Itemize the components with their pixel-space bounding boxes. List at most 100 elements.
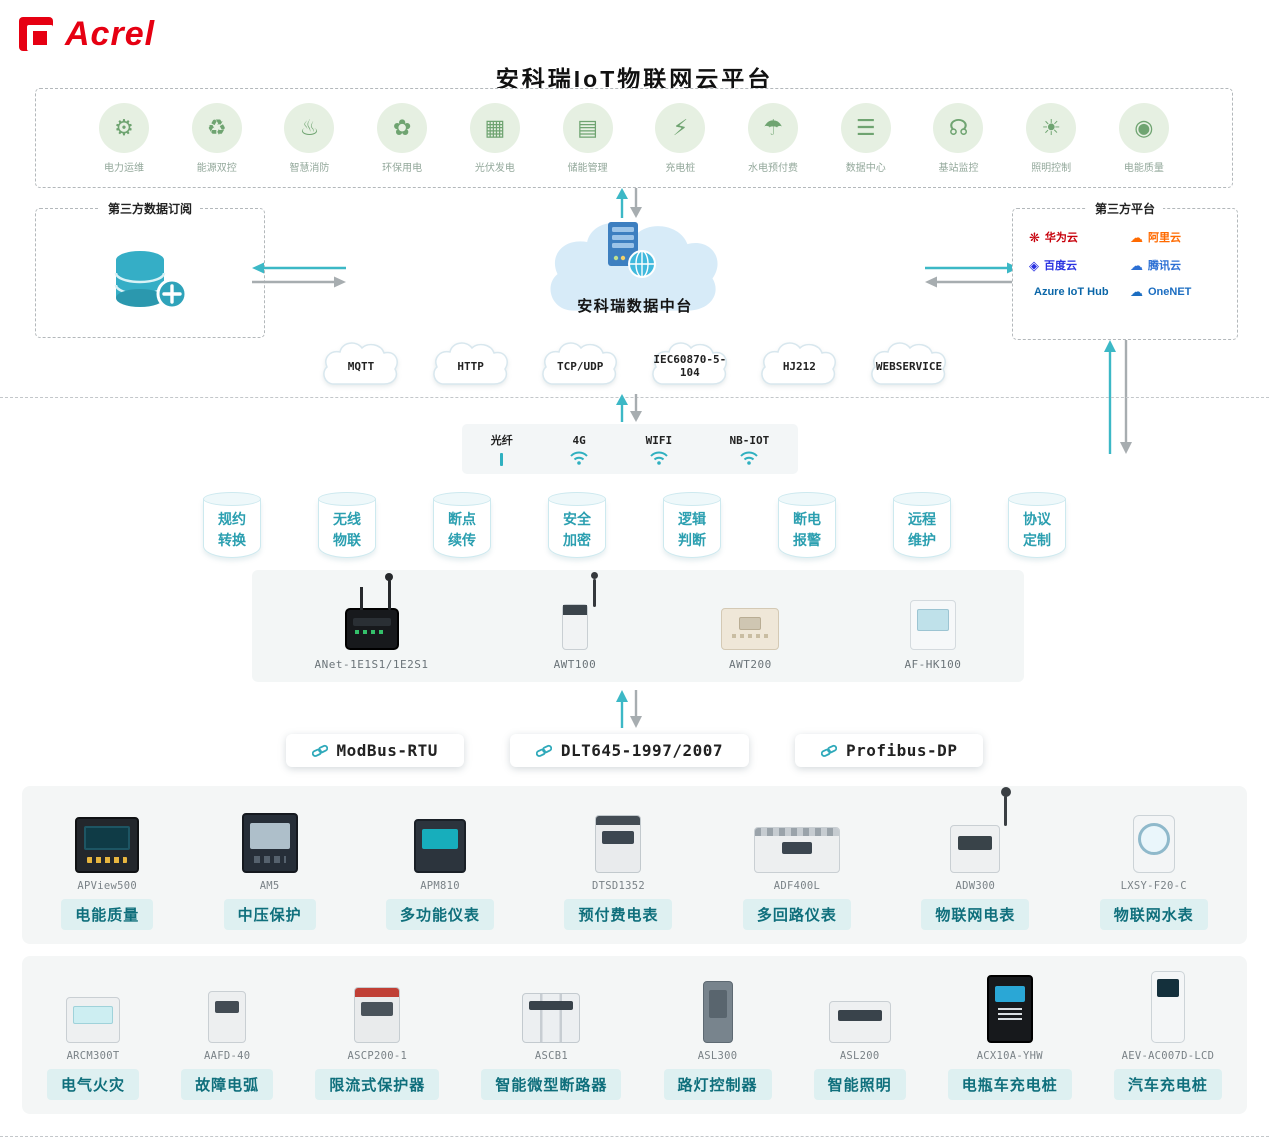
capability-label: 逻辑 判断 [678,511,706,548]
platform-name: 百度云 [1044,260,1077,272]
capability-cylinder: 规约 转换 [203,492,261,558]
device-category-badge: 电瓶车充电桩 [947,1069,1072,1100]
data-subscription-title: 第三方数据订阅 [99,200,201,217]
third-party-panel: 第三方平台 ❋ 华为云 ☁ 阿里云 ◈ 百度云 ☁ [1012,200,1238,340]
cylinder-body [548,499,606,558]
separator-line-upper [0,397,1269,398]
device-image [702,981,733,1043]
device-category-badge: 电气火灾 [47,1069,140,1100]
capability-label: 断电 报警 [793,511,821,548]
device-image [595,815,642,873]
link-icon [535,744,552,757]
cylinder-body [1008,499,1066,558]
cloud-outline-icon [323,342,398,385]
field-protocols-row: ModBus-RTU DLT645-1997/2007 [0,734,1269,767]
connectivity-item: 4G [570,434,588,465]
application-item: ☊ 基站监控 [918,102,998,174]
page-title: 安科瑞IoT物联网云平台 [495,66,774,92]
data-subscription-panel: 第三方数据订阅 [35,200,265,338]
device-category-badge: 路灯控制器 [663,1069,772,1100]
platform-name: 阿里云 [1148,232,1181,244]
capability-label: 远程 维护 [908,511,936,548]
wifi-icon [650,451,668,465]
acrel-logo: Acrel [16,14,155,54]
protocol-cloud: IEC60870-5-104 [647,338,733,394]
platform-logo-icon: ☁ [1130,229,1143,245]
device-item: ACX10A-YHW 电瓶车充电桩 [947,975,1072,1100]
cylinder-top-icon [548,492,606,506]
application-icon: ☰ [840,102,891,153]
application-icon: ⚙ [99,102,149,153]
application-label: 基站监控 [938,162,979,174]
application-label: 光伏发电 [474,162,515,174]
application-label: 数据中心 [845,162,886,174]
gateway-device-image [561,572,598,650]
acrel-logo-icon [19,17,53,51]
capability-cylinder: 断电 报警 [778,492,836,558]
gateway-item: AWT200 [721,608,780,682]
capability-label: 无线 物联 [333,511,361,548]
device-model-label: ASL200 [839,1050,880,1062]
device-item: ASCB1 智能微型断路器 [481,993,622,1100]
platform-name: 腾讯云 [1148,260,1181,272]
device-category-badge: 智能照明 [813,1069,906,1100]
application-label: 照明控制 [1031,162,1072,174]
protocol-label: WEBSERVICE [875,359,943,373]
connectivity-bar: 光纤 4G [462,424,798,474]
application-item: ⚡ 充电桩 [640,102,720,174]
application-label: 环保用电 [382,162,423,174]
device-model-label: APView500 [77,880,137,892]
application-label: 电能质量 [1123,162,1164,174]
cylinder-top-icon [318,492,376,506]
platform-name: Azure IoT Hub [1034,285,1109,298]
platform-item: ◈ 百度云 [1029,257,1128,273]
cylinder-body [778,499,836,558]
protocol-label: IEC60870-5-104 [653,353,727,379]
application-icon: ⚡ [655,102,706,153]
device-item: ASL200 智能照明 [813,1001,906,1100]
device-image [950,787,1011,873]
device-image [241,813,298,873]
application-label: 能源双控 [196,162,237,174]
capability-cylinder: 安全 加密 [548,492,606,558]
field-protocol-badge: Profibus-DP [794,734,984,767]
capability-label: 安全 加密 [563,511,591,548]
device-category-badge: 物联网电表 [921,899,1030,930]
device-model-label: APM810 [420,880,460,892]
capability-cylinder: 协议 定制 [1008,492,1066,558]
application-item: ▦ 光伏发电 [455,102,535,174]
device-model-label: ADW300 [955,880,996,892]
application-item: ⚙ 电力运维 [84,102,164,174]
arrow-pair-subscription-cloud [252,262,346,293]
device-category-badge: 多功能仪表 [386,899,495,930]
device-model-label: DTSD1352 [591,880,645,892]
device-model-label: ACX10A-YHW [976,1050,1043,1062]
field-protocol-label: ModBus-RTU [336,741,438,760]
protocol-cloud: MQTT [318,338,404,394]
application-item: ☀ 照明控制 [1011,102,1091,174]
platform-logo-icon: ☁ [1130,257,1143,273]
device-image [208,991,247,1043]
device-item: LXSY-F20-C 物联网水表 [1099,815,1208,930]
connectivity-label: 光纤 [490,434,513,447]
device-category-badge: 多回路仪表 [742,899,851,930]
connectivity-label: WIFI [645,433,673,447]
device-item: APM810 多功能仪表 [386,819,495,930]
platform-logo-icon: ☁ [1130,284,1143,299]
device-category-badge: 中压保护 [223,899,316,930]
device-image [522,993,581,1043]
connectivity-item: 光纤 [491,432,513,466]
device-model-label: AAFD-40 [204,1050,251,1062]
arrow-pair-gateway-devices [611,690,647,733]
device-item: AAFD-40 故障电弧 [181,991,274,1100]
field-protocol-label: DLT645-1997/2007 [560,741,723,760]
field-protocol-label: Profibus-DP [845,741,958,760]
arrow-pair-apps-cloud [611,188,647,223]
device-model-label: ADF400L [773,880,821,892]
application-item: ◉ 电能质量 [1104,102,1184,174]
capability-cylinder: 逻辑 判断 [663,492,721,558]
cylinder-body [893,499,951,558]
platform-item: ❋ 华为云 [1029,229,1128,245]
device-model-label: ASL300 [697,1050,738,1062]
capability-cylinder: 断点 续传 [433,492,491,558]
